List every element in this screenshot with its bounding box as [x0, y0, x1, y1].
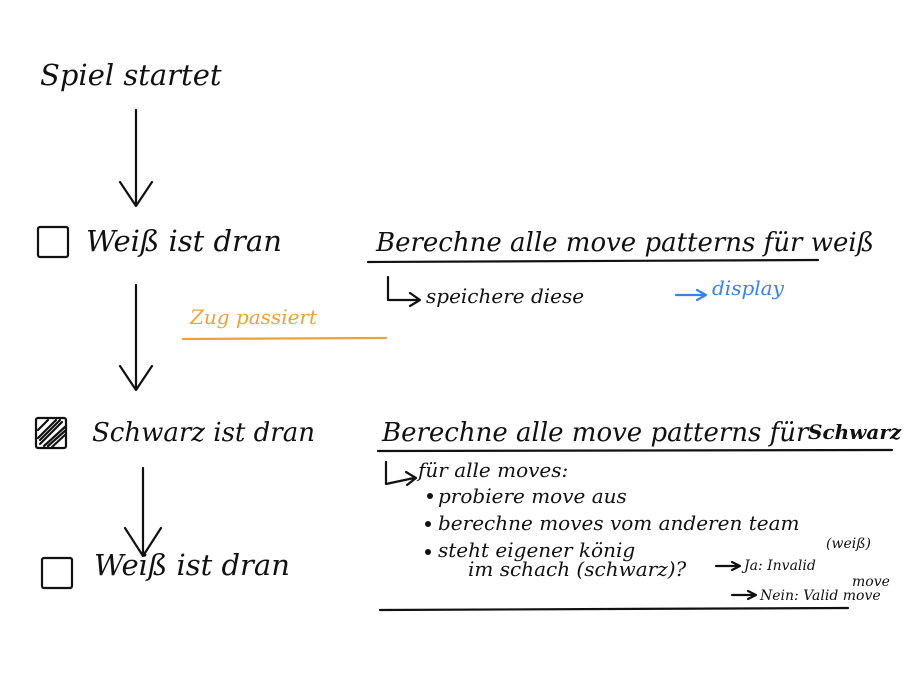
- step-3-line-1: steht eigener könig: [438, 538, 636, 562]
- save-label: speichere diese: [426, 284, 585, 308]
- yes-arrow: [714, 560, 742, 572]
- black-turn-label: Schwarz ist dran: [92, 418, 315, 448]
- white-square-2: [40, 556, 74, 590]
- white-turn-label-2: Weiß ist dran: [94, 548, 290, 582]
- transition-underline: [181, 336, 388, 341]
- black-heading-color: Schwarz: [808, 420, 902, 444]
- for-all-moves: für alle moves:: [418, 458, 569, 482]
- step-2: berechne moves vom anderen team: [438, 511, 800, 535]
- white-turn-label-1: Weiß ist dran: [86, 224, 282, 258]
- start-label: Spiel startet: [40, 58, 222, 92]
- arrow-white-to-black: [118, 283, 154, 392]
- yes-answer: Ja: Invalid: [744, 558, 816, 574]
- no-arrow: [730, 589, 758, 601]
- transition-label: Zug passiert: [190, 305, 318, 329]
- bottom-separator: [378, 606, 850, 612]
- white-square-1: [36, 225, 70, 259]
- display-arrow: [674, 288, 708, 302]
- white-heading: Berechne alle move patterns für weiß: [376, 228, 875, 258]
- black-square-hatch: [36, 418, 68, 449]
- moves-hook-arrow: [384, 460, 418, 487]
- save-hook-arrow: [386, 275, 422, 308]
- no-answer: Nein: Valid move: [760, 588, 881, 604]
- arrow-black-to-white: [123, 466, 163, 558]
- display-label: display: [712, 276, 784, 300]
- yes-answer-cont: move: [852, 574, 890, 590]
- step-1: probiere move aus: [438, 484, 627, 508]
- white-section-underline: [366, 258, 820, 264]
- black-heading-prefix: Berechne alle move patterns für: [382, 418, 809, 448]
- black-section-underline: [376, 448, 894, 453]
- arrow-start-to-white: [118, 108, 154, 208]
- step-2-note: (weiß): [826, 536, 872, 552]
- step-3-line-2: im schach (schwarz)?: [468, 557, 687, 581]
